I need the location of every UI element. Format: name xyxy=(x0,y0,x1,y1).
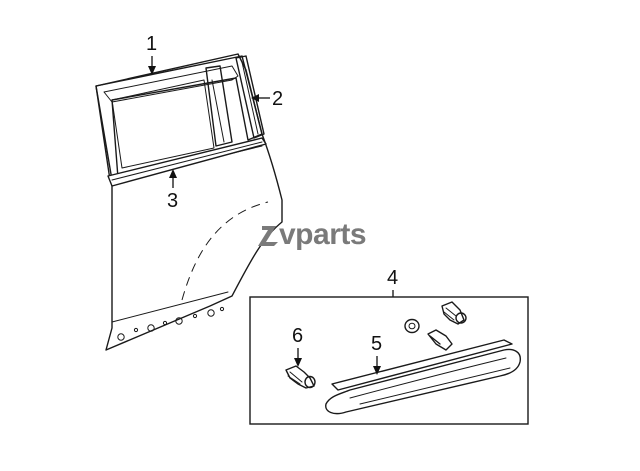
watermark-mark-icon xyxy=(258,226,278,246)
callout-5: 5 xyxy=(371,333,382,375)
rocker-moulding xyxy=(325,339,521,415)
callout-label-4: 4 xyxy=(387,267,398,289)
callout-1: 1 xyxy=(146,33,157,75)
stud-clip xyxy=(427,329,453,351)
callout-6: 6 xyxy=(292,325,303,367)
callout-label-1: 1 xyxy=(146,33,157,55)
rear-pillar-moulding xyxy=(235,55,265,139)
parts-group-box xyxy=(249,296,529,425)
clip-upper xyxy=(441,301,467,325)
door-shell xyxy=(95,55,283,351)
belt-moulding xyxy=(107,137,267,187)
watermark-logo: vparts xyxy=(258,218,367,251)
door-holes xyxy=(117,306,225,341)
wheel-arch-line xyxy=(181,201,269,301)
callout-label-6: 6 xyxy=(292,325,303,347)
callout-label-2: 2 xyxy=(272,88,283,110)
clip-6 xyxy=(285,365,316,389)
callout-3: 3 xyxy=(167,169,178,212)
nut-part xyxy=(404,318,420,334)
callout-4: 4 xyxy=(387,267,398,297)
callout-2: 2 xyxy=(251,88,283,110)
watermark-text: vparts xyxy=(279,218,366,251)
callout-label-5: 5 xyxy=(371,333,382,355)
callout-label-3: 3 xyxy=(167,190,178,212)
door-lower-edge xyxy=(111,291,229,323)
